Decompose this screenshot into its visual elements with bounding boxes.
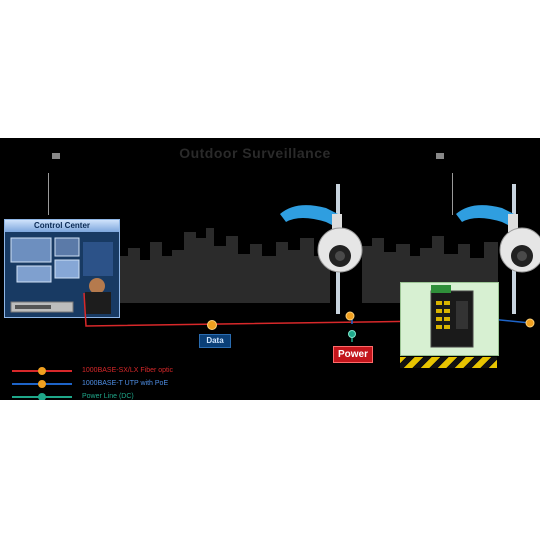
legend-item-fiber: 1000BASE-SX/LX Fiber optic	[12, 366, 212, 376]
network-diagram: Outdoor Surveillance Control Center Data…	[0, 138, 540, 400]
legend-item-power: Power Line (DC)	[12, 392, 212, 400]
legend-label-power: Power Line (DC)	[82, 393, 134, 400]
fiber-node	[207, 320, 217, 330]
switch-enclosure	[400, 282, 499, 356]
ptz-camera-right-icon	[456, 184, 540, 314]
legend-label-utp: 1000BASE-T UTP with PoE	[82, 380, 169, 387]
poe-node-right	[525, 318, 535, 328]
control-center-panel: Control Center	[4, 219, 120, 318]
ptz-camera-left-icon	[280, 184, 363, 314]
industrial-switch-icon	[430, 285, 474, 348]
legend-item-utp: 1000BASE-T UTP with PoE	[12, 379, 212, 389]
power-label: Power	[333, 346, 373, 363]
poe-node-left	[345, 311, 355, 321]
legend: 1000BASE-SX/LX Fiber optic 1000BASE-T UT…	[12, 364, 212, 400]
control-center-title: Control Center	[5, 220, 119, 232]
control-room-illustration	[5, 232, 119, 317]
hazard-stripe	[400, 357, 497, 368]
power-node	[348, 330, 356, 338]
fiber-line	[83, 292, 440, 327]
diagram-title: Outdoor Surveillance	[179, 145, 331, 161]
legend-label-fiber: 1000BASE-SX/LX Fiber optic	[82, 367, 174, 374]
data-label: Data	[199, 334, 231, 348]
